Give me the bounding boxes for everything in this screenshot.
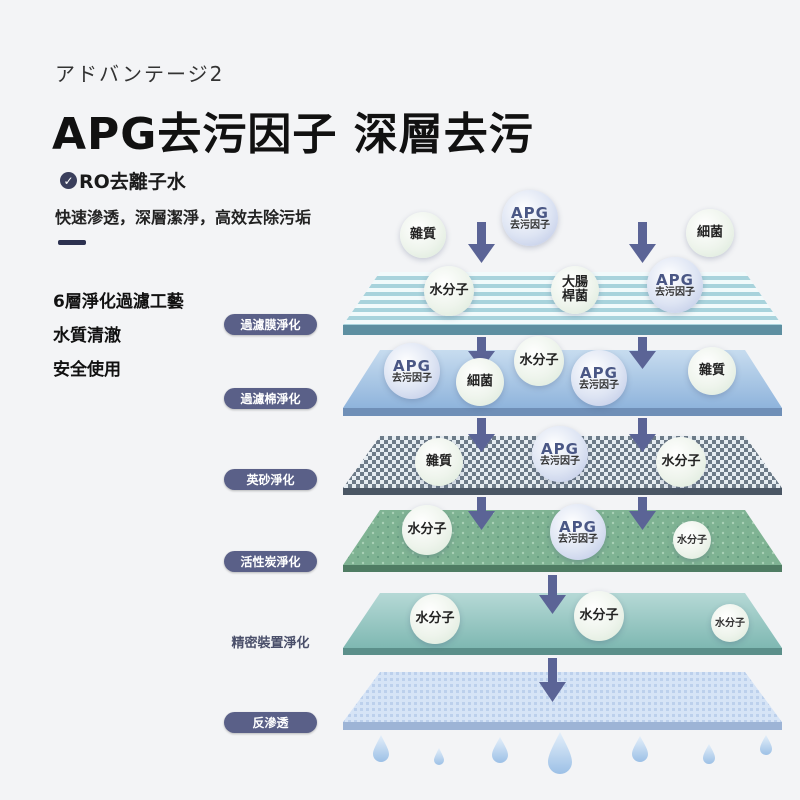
water-drop-icon xyxy=(632,736,648,762)
layer-label-ro: 反滲透 xyxy=(224,712,317,733)
check-icon: ✓ xyxy=(60,172,77,189)
divider xyxy=(58,240,86,245)
water-drop-icon xyxy=(434,748,444,765)
feature-title-row: ✓ RO去離子水 xyxy=(60,167,186,194)
impurity-bubble: 雜質 xyxy=(688,347,736,395)
water-drop-icon xyxy=(703,744,715,764)
arrow-down-icon xyxy=(629,418,656,452)
layer-ro xyxy=(343,672,782,730)
water-molecule-bubble: 水分子 xyxy=(410,594,460,644)
feature-item: 水質清澈 xyxy=(53,326,121,346)
arrow-down-icon xyxy=(539,658,566,702)
feature-title: RO去離子水 xyxy=(79,171,186,193)
layer-label-sand: 英砂淨化 xyxy=(224,469,317,490)
feature-item: 6層淨化過濾工藝 xyxy=(53,292,184,312)
arrow-down-icon xyxy=(468,222,495,263)
layer-label-precision: 精密裝置淨化 xyxy=(231,636,310,651)
water-molecule-bubble: 水分子 xyxy=(402,505,452,555)
arrow-down-icon xyxy=(468,497,495,530)
layer-label-cotton: 過濾棉淨化 xyxy=(224,388,317,409)
water-drop-icon xyxy=(373,735,389,762)
water-drop-icon xyxy=(548,732,572,774)
water-drop-icon xyxy=(760,735,772,755)
layer-label-carbon: 活性炭淨化 xyxy=(224,551,317,572)
feature-item: 安全使用 xyxy=(53,360,121,380)
water-molecule-bubble: 水分子 xyxy=(656,437,706,487)
arrow-down-icon xyxy=(468,418,495,452)
arrow-down-icon xyxy=(629,497,656,530)
water-molecule-bubble: 水分子 xyxy=(424,266,474,316)
water-drop-icon xyxy=(492,737,508,763)
layer-cotton xyxy=(343,350,782,416)
impurity-bubble: 雜質 xyxy=(400,212,446,258)
arrow-down-icon xyxy=(539,575,566,614)
water-molecule-bubble: 水分子 xyxy=(673,521,711,559)
ecoli-bubble: 大腸桿菌 xyxy=(551,266,599,314)
feature-description: 快速滲透，深層潔淨，高效去除污垢 xyxy=(55,208,312,227)
water-molecule-bubble: 水分子 xyxy=(514,336,564,386)
layer-label-membrane: 過濾膜淨化 xyxy=(224,314,317,335)
impurity-bubble: 雜質 xyxy=(415,438,463,486)
page-title: APG去污因子 深層去污 xyxy=(52,109,534,160)
bacteria-bubble: 細菌 xyxy=(686,209,734,257)
subtitle-jp: アドバンテージ2 xyxy=(55,62,225,86)
water-drops xyxy=(373,732,772,774)
water-molecule-bubble: 水分子 xyxy=(574,591,624,641)
bacteria-bubble: 細菌 xyxy=(456,358,504,406)
arrow-down-icon xyxy=(629,337,656,369)
water-molecule-bubble: 水分子 xyxy=(711,604,749,642)
arrow-down-icon xyxy=(629,222,656,263)
